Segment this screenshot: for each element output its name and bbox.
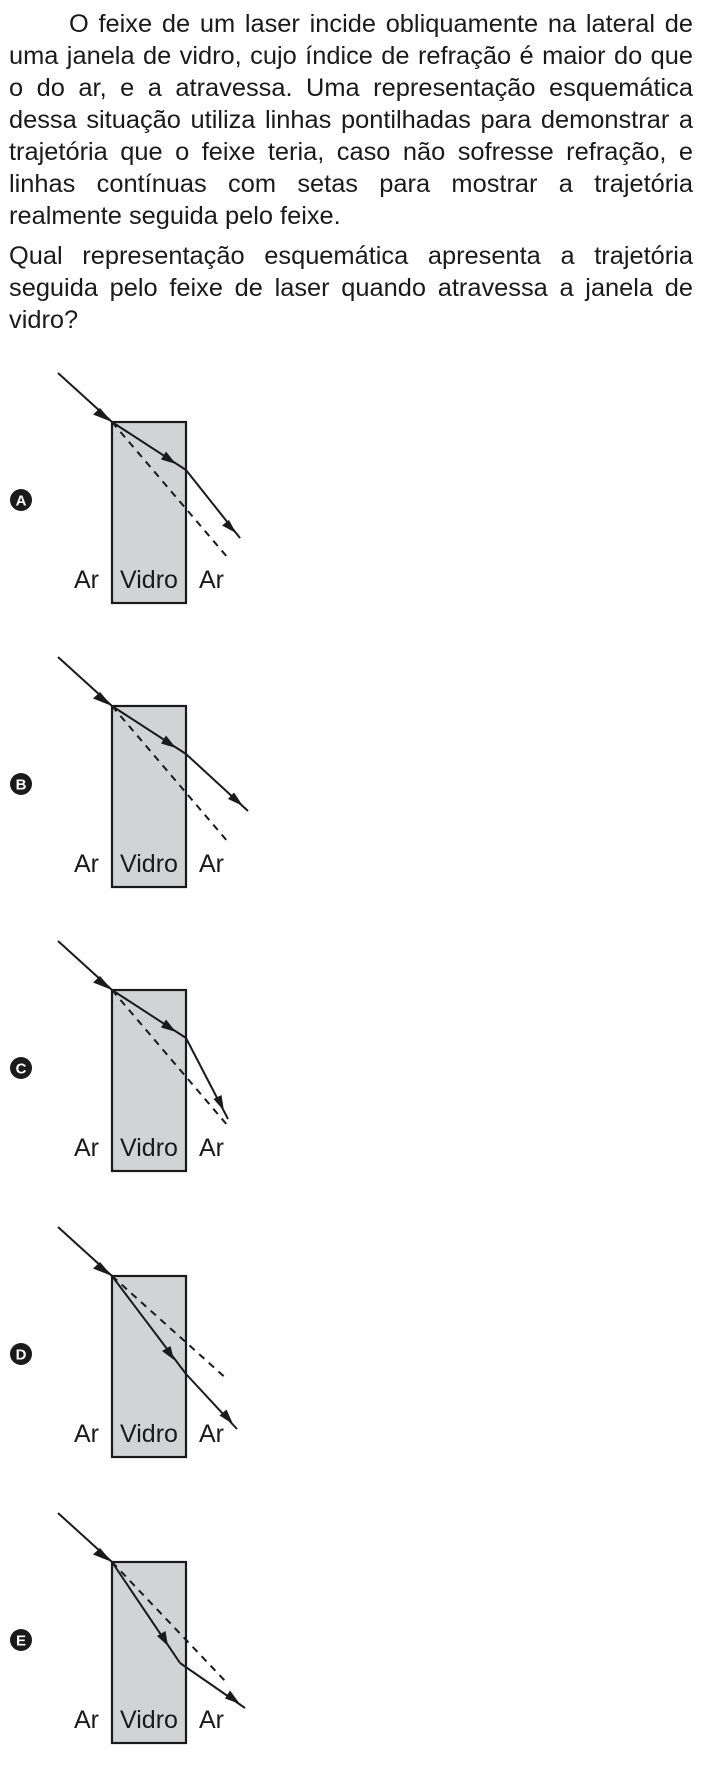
glass-window <box>110 704 188 889</box>
option-e-letter: E <box>16 1633 26 1650</box>
option-b-letter: B <box>16 777 27 794</box>
label-air-left: Ar <box>74 1134 99 1162</box>
incident-arrow <box>93 1548 112 1562</box>
label-air-right: Ar <box>199 850 224 878</box>
glass-ray-arrow <box>161 1019 176 1032</box>
label-air-left: Ar <box>74 850 99 878</box>
option-d[interactable]: D Ar Vidro Ar <box>0 1226 702 1459</box>
option-d-letter: D <box>16 1347 27 1364</box>
glass-window <box>110 420 188 605</box>
emergent-arrow <box>228 792 243 806</box>
option-c-letter: C <box>16 1061 27 1078</box>
unrefracted-path <box>111 421 229 559</box>
option-c-badge <box>10 1057 32 1079</box>
label-glass: Vidro <box>120 1134 178 1162</box>
label-glass: Vidro <box>120 850 178 878</box>
unrefracted-path <box>111 989 229 1127</box>
emergent-arrow <box>219 1409 233 1424</box>
option-b[interactable]: B Ar Vidro Ar <box>0 656 702 889</box>
refracted-ray-in-glass <box>111 1561 181 1664</box>
label-air-right: Ar <box>199 566 224 594</box>
option-a[interactable]: A Ar Vidro Ar <box>0 372 702 605</box>
label-air-left: Ar <box>74 566 99 594</box>
glass-ray-arrow <box>161 735 176 748</box>
option-a-badge <box>10 489 32 511</box>
label-glass: Vidro <box>120 1420 178 1448</box>
label-glass: Vidro <box>120 566 178 594</box>
incident-arrow <box>93 692 112 706</box>
unrefracted-path <box>111 705 229 843</box>
emergent-arrow <box>222 520 236 533</box>
glass-ray-arrow <box>162 1346 174 1360</box>
label-air-left: Ar <box>74 1420 99 1448</box>
incident-arrow <box>93 408 112 422</box>
glass-window <box>110 1274 188 1459</box>
glass-ray-arrow <box>157 1631 168 1646</box>
glass-ray-arrow <box>161 451 176 464</box>
emergent-arrow <box>225 1690 240 1704</box>
label-air-left: Ar <box>74 1706 99 1734</box>
unrefracted-path <box>111 1561 229 1685</box>
label-air-right: Ar <box>199 1134 224 1162</box>
option-d-badge <box>10 1343 32 1365</box>
glass-window <box>110 988 188 1173</box>
option-a-letter: A <box>16 493 27 510</box>
label-air-right: Ar <box>199 1706 224 1734</box>
label-glass: Vidro <box>120 1706 178 1734</box>
question-stem: O feixe de um laser incide obliquamente … <box>9 8 693 336</box>
label-air-right: Ar <box>199 1420 224 1448</box>
question-paragraph-1: O feixe de um laser incide obliquamente … <box>9 10 693 230</box>
option-e-badge <box>10 1629 32 1651</box>
question-paragraph-2: Qual representação esquemática apresenta… <box>9 242 693 334</box>
emergent-arrow <box>213 1095 224 1111</box>
option-b-badge <box>10 773 32 795</box>
option-c[interactable]: C Ar Vidro Ar <box>0 940 702 1173</box>
incident-arrow <box>93 1262 112 1276</box>
refracted-ray-in-glass <box>111 1275 187 1375</box>
option-e[interactable]: E Ar Vidro Ar <box>0 1512 702 1745</box>
incident-arrow <box>93 976 112 990</box>
